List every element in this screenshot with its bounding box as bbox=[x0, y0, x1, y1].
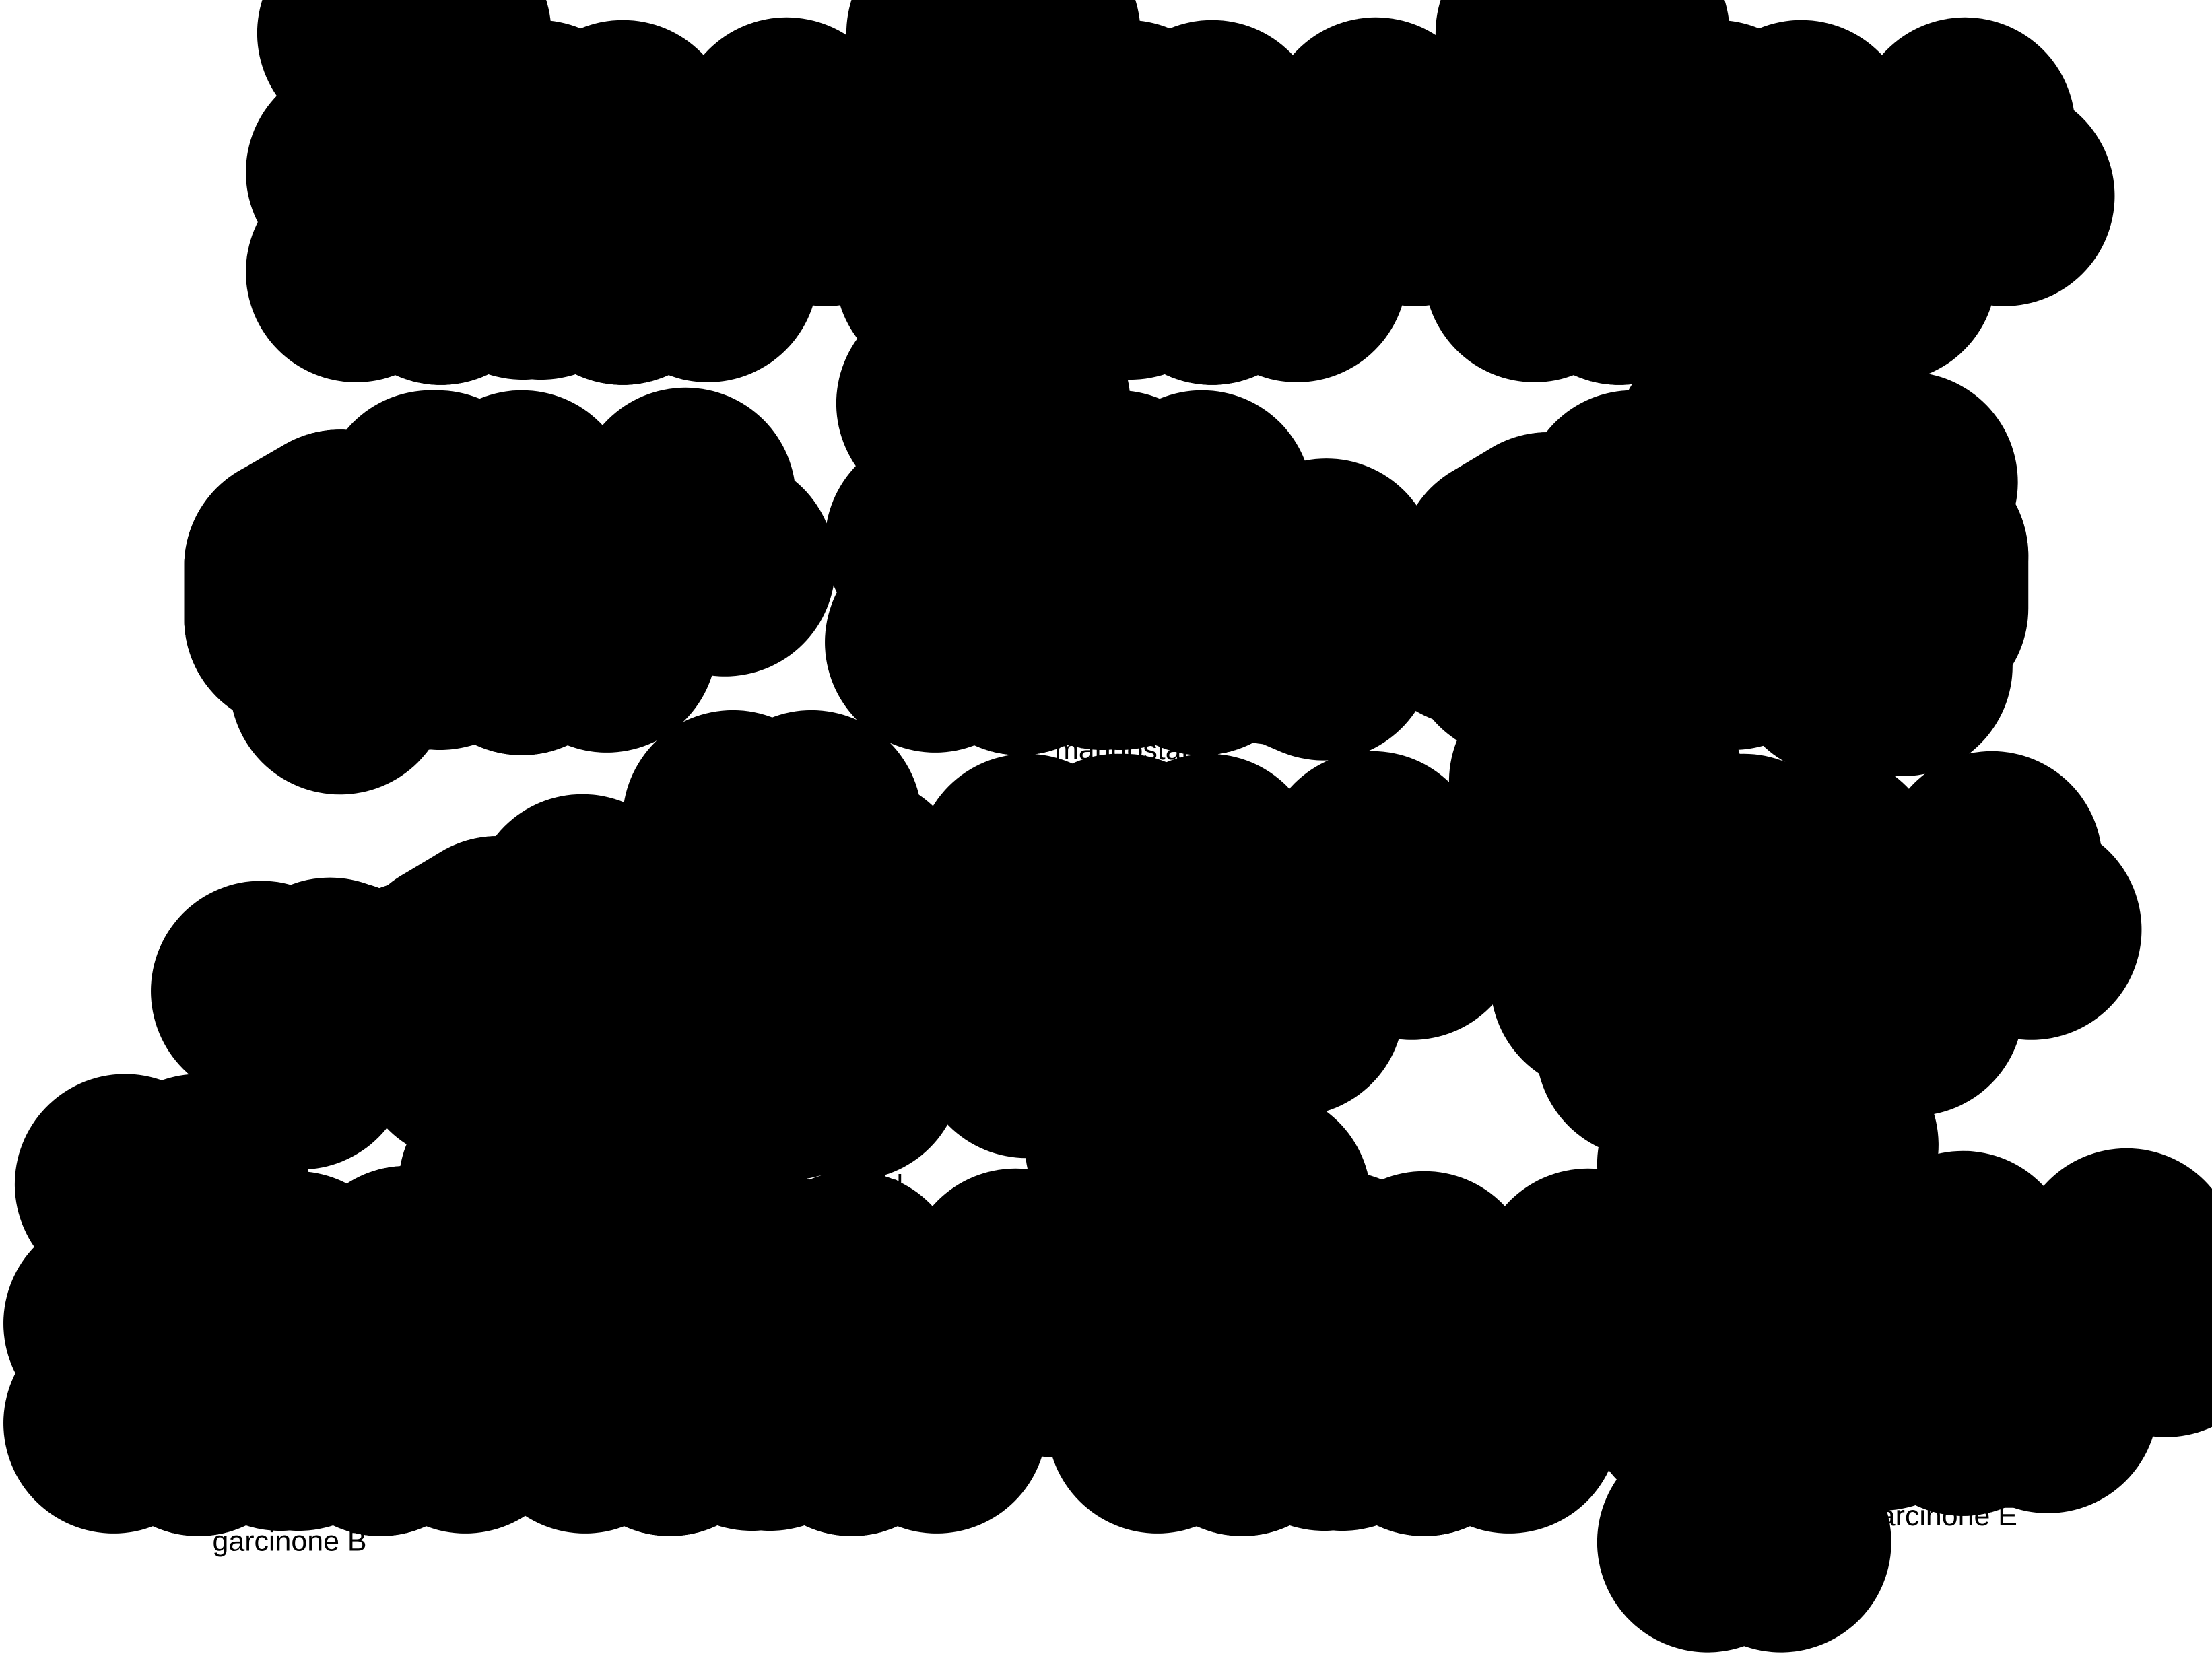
compound-gambogic: OOOOHOOCO2Hgambogic acid bbox=[151, 710, 978, 1296]
substituent-label: OH bbox=[1002, 837, 1042, 866]
compound-garcinoneB: OOOHHOOHOgarcinone B bbox=[3, 1074, 591, 1558]
ring-oxygen: O bbox=[1111, 263, 1131, 291]
compound-name: α-mangostin bbox=[453, 316, 612, 349]
ring-oxygen: O bbox=[751, 1414, 771, 1443]
bond bbox=[1854, 62, 2115, 306]
bond bbox=[1265, 62, 1526, 306]
bond bbox=[676, 62, 937, 306]
substituent-label: HO bbox=[891, 635, 931, 664]
ring-oxygen: O bbox=[522, 263, 542, 291]
bond bbox=[341, 1165, 591, 1408]
bond bbox=[883, 0, 1141, 168]
hydroxyl-label: OH bbox=[1331, 547, 1371, 576]
compound-name: garcinone D bbox=[1287, 1494, 1442, 1526]
bond bbox=[1262, 796, 1522, 1040]
bond bbox=[538, 1058, 765, 1305]
compound-garcinoneC: OOHOHOOHOHOHgarcinone C bbox=[475, 1058, 1166, 1536]
compound-name: garcinone C bbox=[731, 1494, 886, 1526]
hydroxyl-label: OH bbox=[563, 877, 603, 906]
compound-desoxymorellin: OOOOHOOdesoxymorellin bbox=[1361, 285, 2029, 892]
substituent-label: HO bbox=[1490, 265, 1530, 294]
bond bbox=[1634, 1408, 1891, 1653]
carboxylic-acid-label: CO bbox=[817, 798, 857, 827]
substituent-label: OH bbox=[1002, 1047, 1042, 1076]
compound-mangostanol: OOMeOHOOHOOHmangostanol bbox=[825, 293, 1437, 766]
bond bbox=[1110, 1058, 1337, 1305]
ring-oxygen: O bbox=[1323, 1414, 1343, 1443]
bond bbox=[1881, 796, 2142, 1040]
substituent-label: HO bbox=[541, 1416, 580, 1445]
bond bbox=[1485, 647, 1743, 892]
bond bbox=[661, 710, 923, 952]
compound-beta: OOMeOHOOMeOHβ-mangostin bbox=[835, 0, 1526, 385]
compound-name: mangostinone bbox=[440, 697, 621, 729]
compound-name: garcinone E bbox=[1863, 1500, 2017, 1532]
compound-garcinoneD: OOMeOHOOHOHOHgarcinone D bbox=[1047, 1058, 1738, 1536]
carboxylic-acid-h: H bbox=[864, 798, 883, 827]
substituent-label: OH bbox=[315, 683, 355, 712]
substituent-label: HO bbox=[1113, 1416, 1153, 1445]
bond bbox=[51, 1074, 309, 1319]
bond bbox=[1652, 285, 1904, 532]
ring-oxygen: O bbox=[279, 1414, 300, 1443]
compound-deoxygartanin: OOOHOHOH8-deoxygartanin bbox=[1490, 751, 2142, 1255]
compound-alpha: OOMeOHOOHOHα-mangostin bbox=[246, 0, 937, 385]
substituent-label: HO bbox=[901, 265, 941, 294]
compound-name: garcinone B bbox=[213, 1525, 367, 1558]
bond bbox=[873, 293, 1131, 538]
carboxylic-acid-subscript: 2 bbox=[854, 811, 863, 830]
bond bbox=[2016, 1193, 2212, 1437]
bond bbox=[1634, 1054, 1891, 1299]
bond bbox=[575, 432, 836, 677]
substituent-label: HO bbox=[312, 265, 351, 294]
bond bbox=[294, 0, 551, 168]
compound-mangostinone: OOOHOHOHmangostinone bbox=[184, 387, 836, 795]
bond bbox=[905, 1213, 1166, 1457]
compound-garcinoneE: OOHOHOOHOHgarcinone E bbox=[1586, 1054, 2212, 1653]
substituent-label: HO bbox=[69, 1416, 109, 1445]
compound-gamma: OOHOHOOHOHγ-mangostin bbox=[1424, 0, 2115, 385]
bond bbox=[1176, 458, 1437, 700]
ring-oxygen: O bbox=[1700, 263, 1720, 291]
bond bbox=[1472, 0, 1730, 168]
hydroxyl-label: OH bbox=[642, 1138, 682, 1167]
hydroxyl-label: OH bbox=[1215, 1138, 1254, 1167]
ring-oxygen: O bbox=[1101, 633, 1121, 662]
